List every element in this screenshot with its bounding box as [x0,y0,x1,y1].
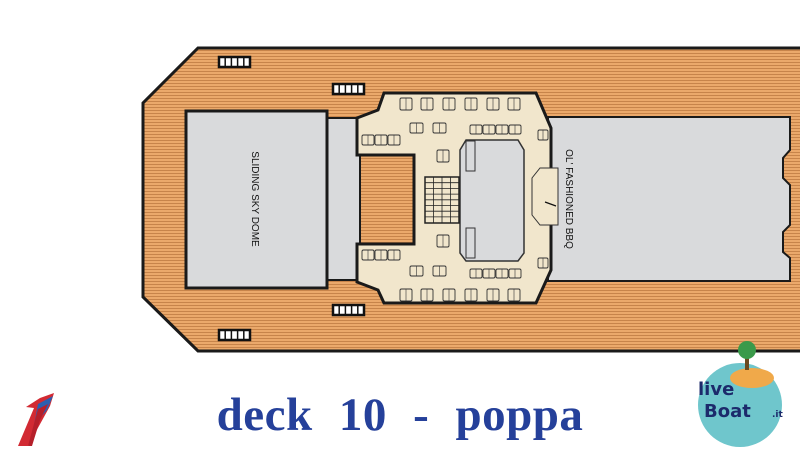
svg-text:.it: .it [772,410,784,420]
dining-table [420,288,434,302]
dining-table [399,288,413,302]
dining-table [399,97,413,111]
dining-table [420,97,434,111]
dining-table [432,122,447,134]
vent-grille [331,82,366,96]
dining-table [537,129,549,141]
dining-table [507,97,521,111]
indoor-passage [325,117,361,281]
dining-table [442,288,456,302]
dining-table [486,288,500,302]
dining-table [409,122,424,134]
svg-text:live: live [698,379,734,400]
dining-table [507,288,521,302]
sky-dome-label: SLIDING SKY DOME [249,151,260,247]
dining-table [387,134,401,146]
liveboat-logo: live Boat .it [698,341,784,447]
dining-table [508,268,522,279]
dining-table [436,234,450,248]
dining-table [495,268,509,279]
dining-table [508,124,522,135]
dining-table [409,265,424,277]
dining-table [374,249,388,261]
counter-top [465,140,476,172]
dining-table [361,134,375,146]
vent-grille [331,303,366,317]
indoor-area-right [547,116,791,282]
dining-table [464,288,478,302]
counter-bottom [465,227,476,259]
dining-table [537,257,549,269]
dining-table [486,97,500,111]
bbq-grill [531,167,559,226]
vent-grille [217,328,252,342]
carnival-logo [18,393,54,446]
dining-table [436,149,450,163]
dining-table [442,97,456,111]
bbq-label: OL' FASHIONED BBQ [563,149,574,249]
dining-table [361,249,375,261]
dining-table [482,124,496,135]
dining-table [469,268,483,279]
dining-table [374,134,388,146]
dining-table [387,249,401,261]
svg-text:Boat: Boat [704,401,751,422]
dining-table [482,268,496,279]
sliding-sky-dome [184,109,329,290]
dining-table [432,265,447,277]
dining-table [464,97,478,111]
dining-table [469,124,483,135]
vent-grille [217,55,252,69]
page-title: deck 10 - poppa [216,389,584,441]
stairs [424,176,460,224]
dining-table [495,124,509,135]
buffet-counter [459,139,525,262]
